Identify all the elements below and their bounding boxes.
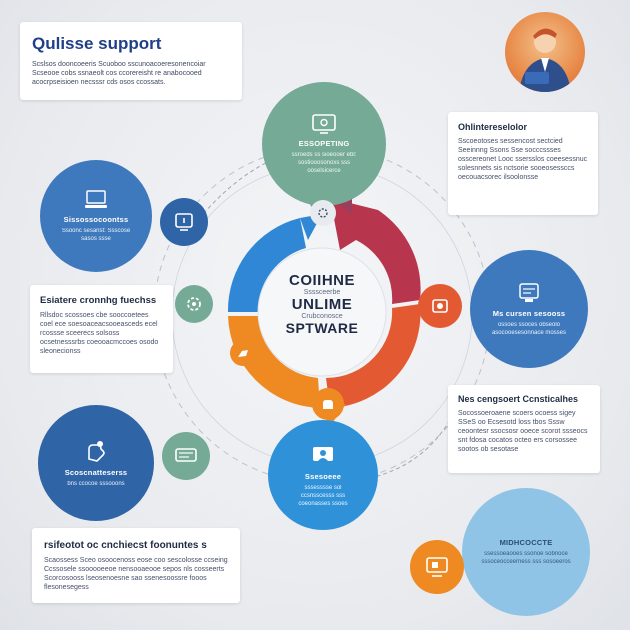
node-ring-left: [230, 340, 256, 366]
bubble-body: Ssoonc sesanst: Ssscose sasos ssse: [61, 227, 131, 242]
monitor-icon: [424, 555, 450, 579]
info-card-right-mid: Nes cengsoert Ccnsticalhes Socossoeroaen…: [448, 385, 600, 473]
bubble-body: sssesssse sol ccsnsscesss sss coeonasses…: [298, 484, 348, 507]
hand-icon: [320, 396, 336, 412]
computer-icon: [173, 211, 195, 233]
bubble-left: Sissossocoontss Ssoonc sesanst: Ssscose …: [40, 160, 152, 272]
info-card-bottom-left: rsifeotot oc cnchiecst foonuntes s Scaos…: [32, 528, 240, 603]
bubble-title: MIDHCOCCTE: [499, 538, 553, 547]
node-left-teal: [175, 285, 213, 323]
bubble-title: Sissossocoontss: [63, 214, 129, 224]
info-card-title: rsifeotot oc cnchiecst foonuntes s: [44, 540, 207, 551]
center-label: COIIHNE Ssssceerbe UNLIME Crubconosce SP…: [262, 272, 382, 336]
info-card-left-mid: Esiatere cronnhg fuechss Rllsdoc scossoe…: [30, 285, 173, 373]
center-line-2: Ssssceerbe: [303, 289, 341, 296]
info-card-title: Ohlintereselolor: [458, 122, 528, 132]
page-title: Qulisse support: [32, 34, 162, 53]
monitor-icon: [311, 113, 337, 134]
center-line-3: UNLIME: [291, 296, 353, 313]
hand-icon: [83, 439, 109, 463]
info-card-body: Sscoeotoses sessencost sectcied Seeinnng…: [458, 138, 588, 181]
bubble-bottom: Ssesoeee sssesssse sol ccsnsscesss sss c…: [268, 420, 378, 530]
node-bottom-left-teal: [162, 432, 210, 480]
node-ring-top: [310, 200, 336, 226]
header-card: Qulisse support Scslsos dooncoeeris Scuo…: [20, 22, 242, 100]
node-bottom-right-orange: [410, 540, 464, 594]
header-body: Scslsos dooncoeeris Scuoboo sscunoacoere…: [32, 61, 206, 86]
bubble-body: ssroeds ss sioeooer ebl: sostiooosonoxs …: [291, 151, 357, 174]
link-icon: [429, 295, 451, 317]
node-bottom-orange: [312, 388, 344, 420]
computer-icon: [517, 282, 541, 304]
node-right-red: [418, 284, 462, 328]
bubble-title: Scoscnatteserss: [64, 467, 128, 477]
info-card-body: Scaossess Sceo osoocenoss eose coo sesco…: [44, 557, 228, 591]
info-card-title: Esiatere cronnhg fuechss: [40, 295, 157, 306]
agent-avatar: [505, 12, 585, 92]
gear-icon: [184, 294, 204, 314]
info-card-title: Nes cengsoert Ccnsticalhes: [458, 394, 579, 404]
bubble-bottom-left: Scoscnatteserss bns ccocoe sssooons: [38, 405, 154, 521]
bubble-bottom-right: MIDHCOCCTE ssessoeaooes ssonoe sobnoce s…: [462, 488, 590, 616]
chat-icon: [174, 446, 198, 466]
bubble-title: Ssesoeee: [304, 471, 342, 481]
node-left-blue: [160, 198, 208, 246]
computer-icon: [84, 189, 108, 210]
gear-icon: [316, 206, 330, 220]
bubble-body: ossoes ssoces obseolo asocooesesonnace m…: [491, 321, 567, 336]
info-card-top-right: Ohlintereselolor Sscoeotoses sessencost …: [448, 112, 598, 215]
bubble-top: ESSOPETING ssroeds ss sioeooer ebl: sost…: [262, 82, 386, 206]
bubble-right: Ms cursen sesooss ossoes ssoces obseolo …: [470, 250, 588, 368]
bubble-title: ESSOPETING: [298, 138, 350, 148]
bubble-title: Ms cursen sesooss: [492, 308, 566, 318]
person-icon: [310, 443, 336, 467]
bubble-body: bns ccocoe sssooons: [67, 480, 125, 487]
info-card-body: Socossoeroaene scoers ocoess sigey SSeS …: [458, 410, 588, 453]
center-line-1: COIIHNE: [288, 272, 355, 289]
bubble-body: ssessoeaooes ssonoe sobnoce sssoceocceer…: [481, 551, 571, 565]
center-line-5: SPTWARE: [285, 320, 359, 336]
info-card-body: Rllsdoc scossoes cbe sooccoetees coel ec…: [40, 312, 159, 355]
hand-icon: [236, 346, 250, 360]
center-line-4: Crubconosce: [301, 313, 343, 320]
